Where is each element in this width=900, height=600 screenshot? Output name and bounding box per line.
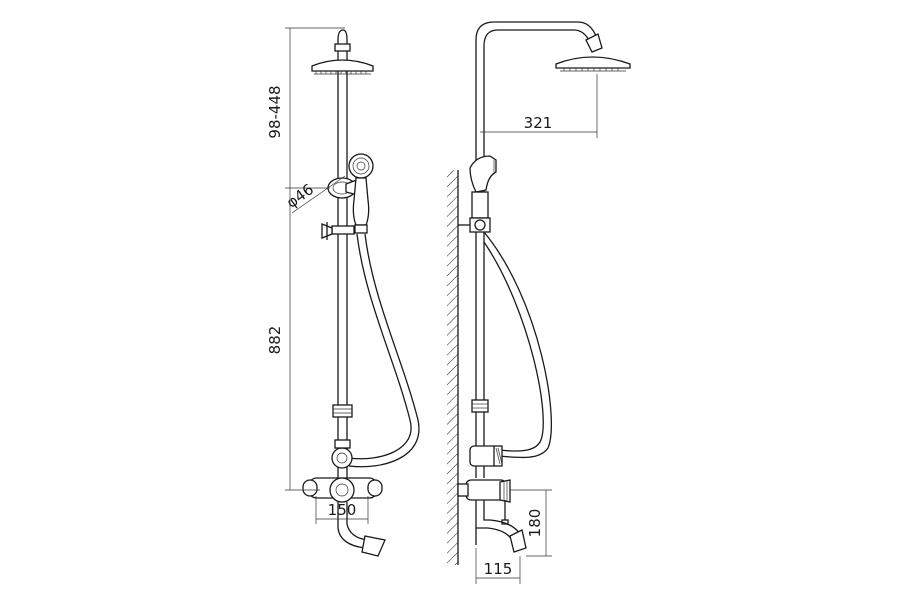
dim-label-mixer-spacing: 150 [328,501,357,519]
dim-label-pipe-diameter: φ46 [283,180,317,212]
dimension-column-height [285,188,320,491]
dimension-pipe-diameter [291,175,346,214]
front-lower-coupling [332,404,353,418]
front-rain-shower-head [311,59,374,75]
side-shower-hose [483,231,552,459]
front-hose-connector [331,439,353,469]
side-wall [447,170,459,565]
side-rain-shower-head [555,56,631,72]
front-top-connector [334,29,351,60]
side-mixer-body [457,479,511,525]
side-view: 321 [447,21,631,584]
side-lower-coupling [471,399,489,413]
dim-label-spout-projection: 115 [484,560,513,578]
dimension-mixer-spacing [315,496,369,524]
side-wall-bracket [458,217,491,233]
dim-label-head-height: 98-448 [266,85,284,138]
front-shower-hose [348,233,420,468]
front-mixer-body [302,477,383,503]
side-hose-connection [469,445,503,467]
side-bath-spout [475,500,527,553]
dim-label-column-height: 882 [266,326,284,355]
dimension-spout-projection [475,548,521,584]
front-mid-valve [321,222,355,240]
front-view: 98-448 φ46 882 150 [266,27,420,557]
side-riser-arm [475,21,603,478]
dimension-spout-height [510,489,552,557]
dimension-head-height [285,27,345,189]
front-bath-spout [337,502,386,557]
dimension-arm-reach [480,74,598,138]
side-hand-shower [469,155,497,219]
dim-label-arm-reach: 321 [524,114,553,132]
dim-label-spout-height: 180 [526,509,544,538]
front-hand-shower [348,153,374,234]
